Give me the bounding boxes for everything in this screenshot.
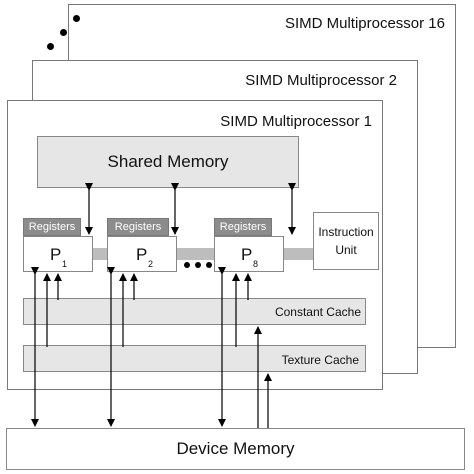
stack-dot bbox=[47, 43, 54, 50]
shared-memory-box: Shared Memory bbox=[37, 136, 299, 188]
registers-p1-label: Registers bbox=[28, 221, 76, 233]
multiprocessor-2-title: SIMD Multiprocessor 2 bbox=[245, 72, 397, 89]
processor-p1: P 1 bbox=[23, 236, 93, 272]
device-memory-box: Device Memory bbox=[6, 428, 465, 470]
ellipsis-dot bbox=[206, 262, 212, 268]
ellipsis-dot bbox=[195, 262, 201, 268]
constant-cache-label: Constant Cache bbox=[274, 305, 361, 319]
registers-p8: Registers bbox=[214, 218, 272, 236]
multiprocessor-16-title: SIMD Multiprocessor 16 bbox=[284, 15, 445, 32]
ellipsis-dot bbox=[184, 262, 190, 268]
processor-p1-name: P bbox=[50, 245, 62, 264]
processor-p8: P 8 bbox=[214, 236, 284, 272]
instruction-unit-box: Instruction Unit bbox=[313, 212, 379, 270]
processor-p2-subscript: 2 bbox=[148, 259, 154, 269]
registers-p2-label: Registers bbox=[114, 221, 162, 233]
processor-p2-name: P bbox=[136, 245, 148, 264]
constant-cache-box: Constant Cache bbox=[23, 298, 366, 325]
processor-p8-name: P bbox=[241, 245, 253, 264]
registers-p2: Registers bbox=[107, 218, 169, 236]
texture-cache-label: Texture Cache bbox=[281, 353, 359, 367]
registers-p1: Registers bbox=[23, 218, 81, 236]
processor-p8-subscript: 8 bbox=[253, 259, 259, 269]
stack-dot bbox=[73, 15, 80, 22]
instruction-unit-line2: Unit bbox=[335, 243, 357, 257]
processor-p1-subscript: 1 bbox=[62, 259, 68, 269]
shared-memory-label: Shared Memory bbox=[107, 152, 229, 171]
registers-p8-label: Registers bbox=[219, 221, 267, 233]
device-memory-label: Device Memory bbox=[176, 439, 295, 458]
stack-dot bbox=[60, 29, 67, 36]
multiprocessor-1-title: SIMD Multiprocessor 1 bbox=[220, 113, 372, 130]
processor-p2: P 2 bbox=[107, 236, 177, 272]
texture-cache-box: Texture Cache bbox=[23, 345, 366, 372]
instruction-unit-line1: Instruction bbox=[318, 225, 374, 239]
